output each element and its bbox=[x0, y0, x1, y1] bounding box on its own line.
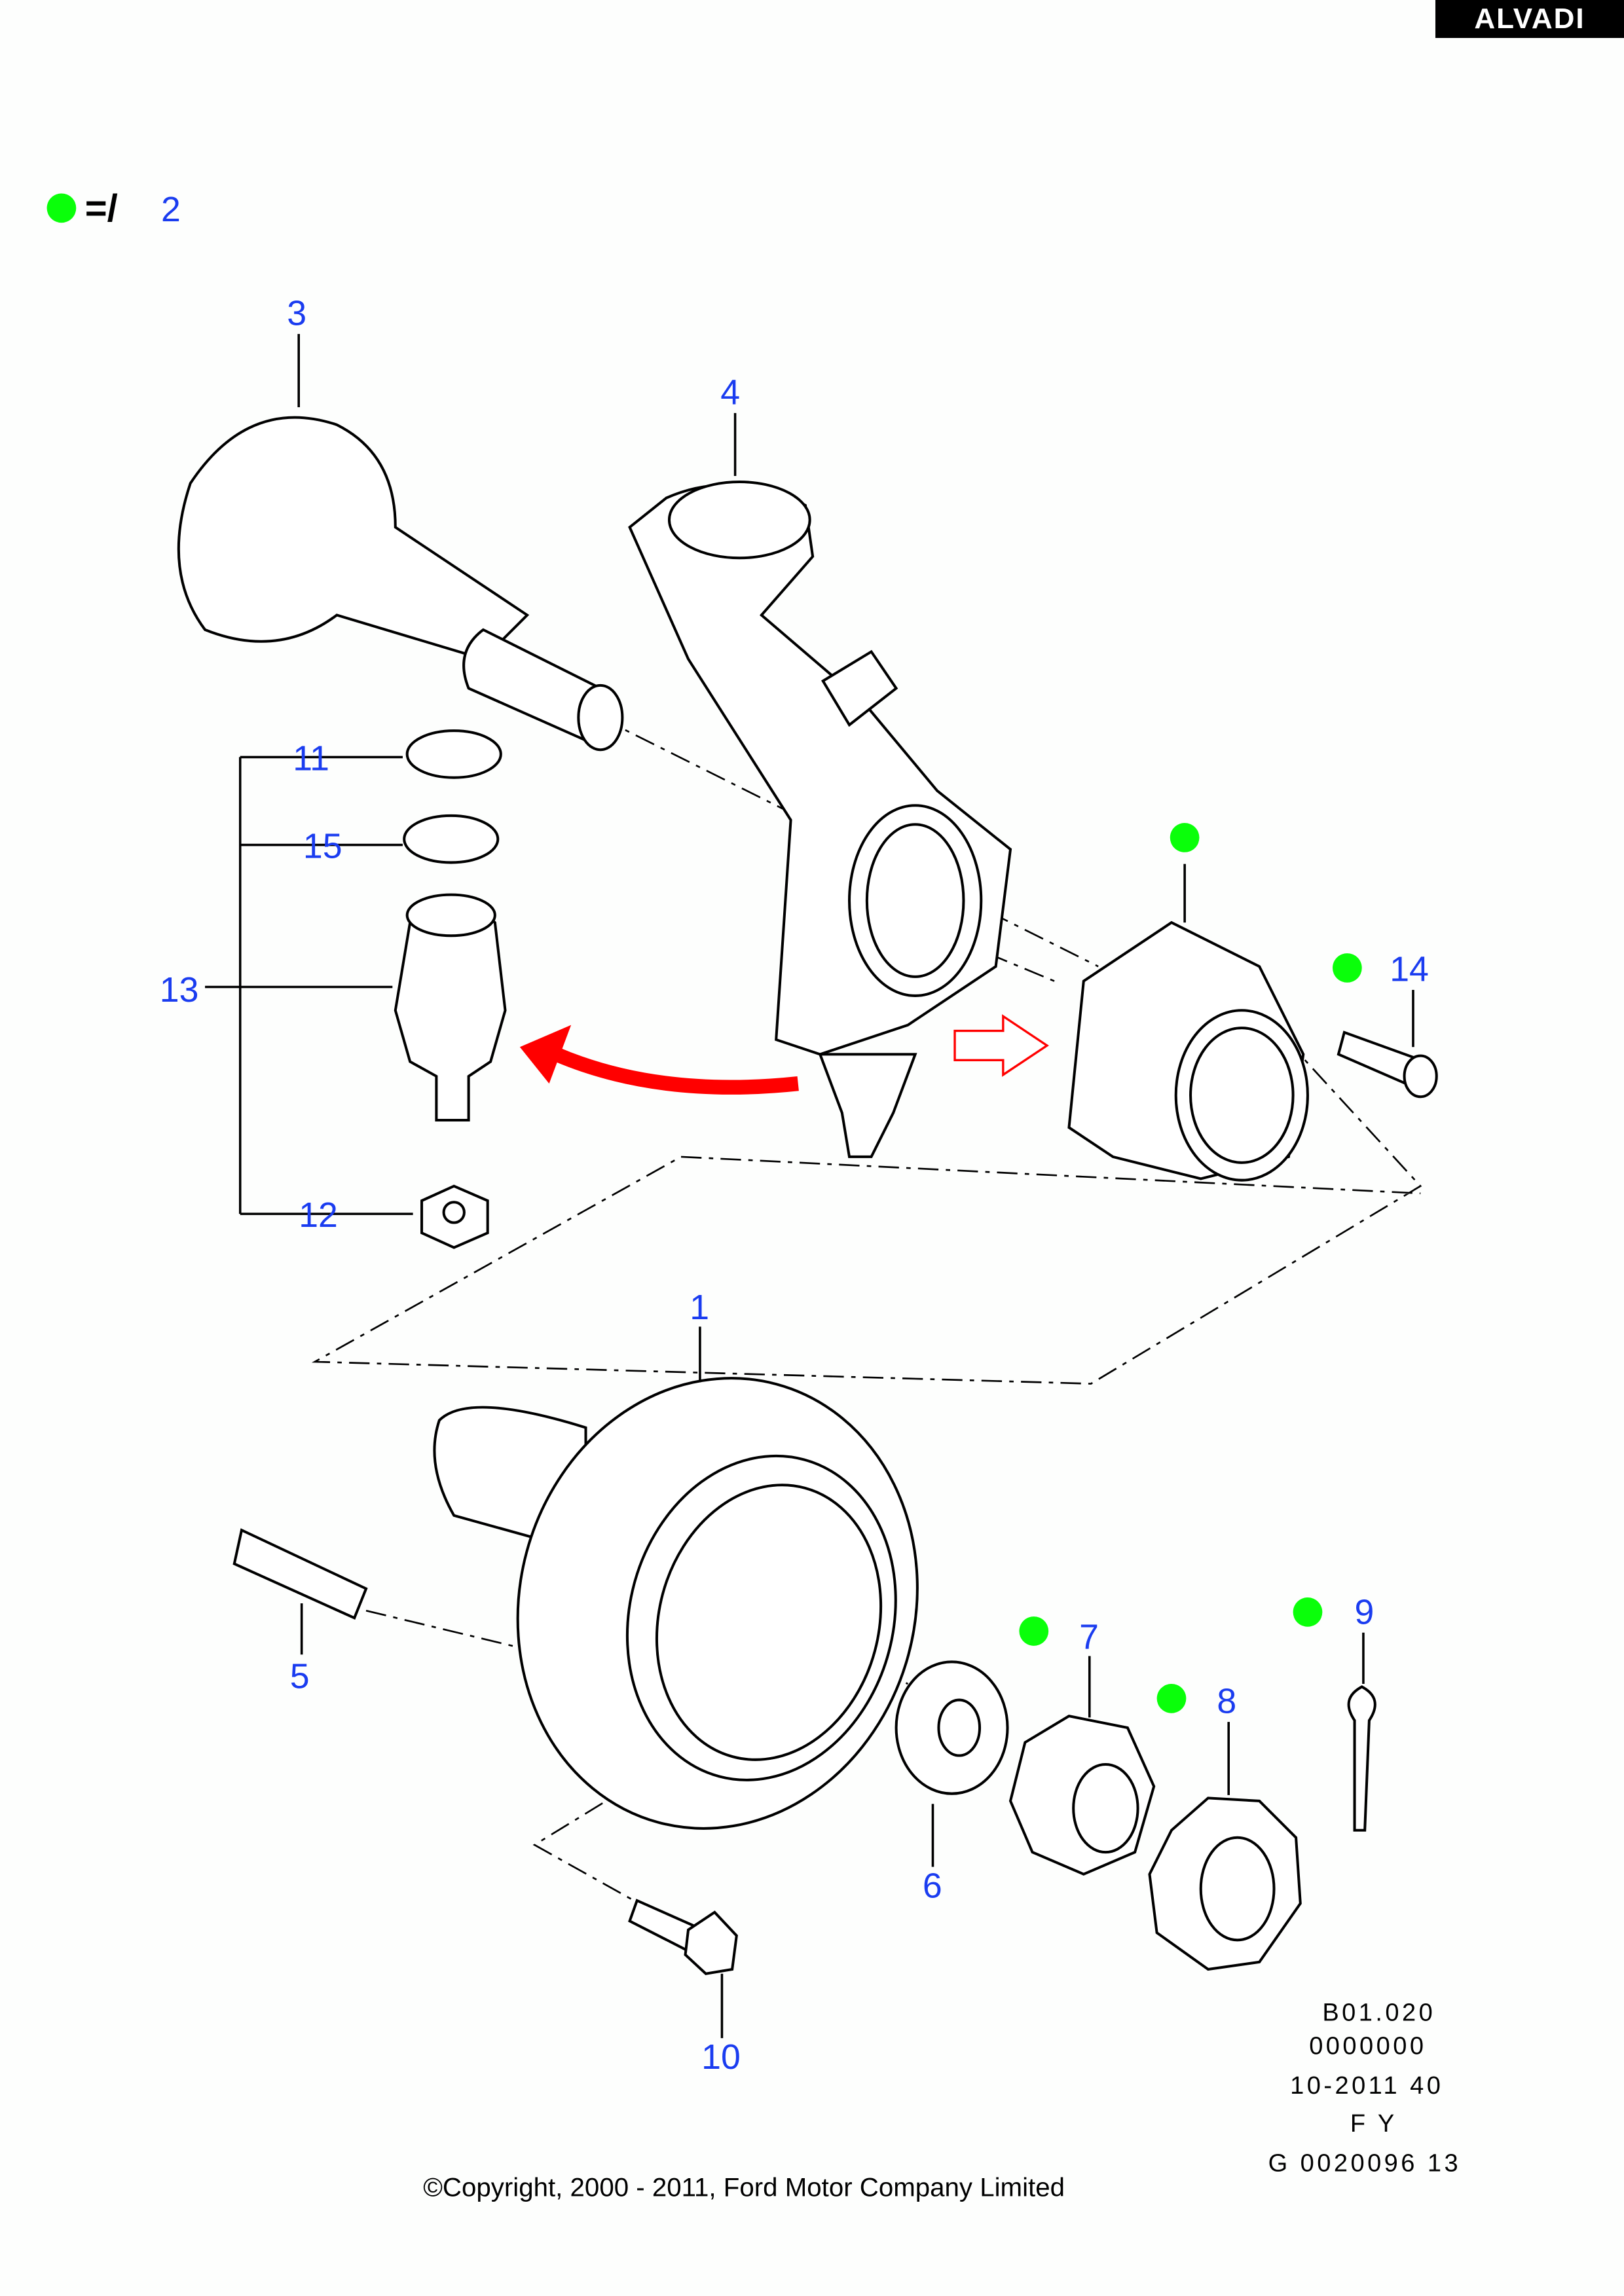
green-marker-icon bbox=[46, 193, 77, 223]
green-marker-icon bbox=[1156, 1683, 1187, 1713]
red-arrow-icon bbox=[553, 1048, 799, 1095]
callout-1[interactable]: 1 bbox=[690, 1288, 709, 1327]
part-3-driveshaft[interactable] bbox=[177, 416, 624, 752]
part-bearing[interactable] bbox=[1067, 920, 1309, 1182]
callout-12[interactable]: 12 bbox=[299, 1195, 338, 1235]
callout-15[interactable]: 15 bbox=[303, 827, 342, 866]
green-marker-icon bbox=[1293, 1597, 1323, 1627]
part-13-ball-joint[interactable] bbox=[394, 893, 507, 1122]
part-4-knuckle[interactable] bbox=[628, 480, 1012, 1158]
legend-ref[interactable]: 2 bbox=[161, 190, 181, 229]
callout-3[interactable]: 3 bbox=[287, 294, 306, 333]
callout-10[interactable]: 10 bbox=[701, 2037, 741, 2077]
part-14-bolt[interactable] bbox=[1337, 1030, 1438, 1099]
part-10-bolt[interactable] bbox=[628, 1899, 738, 1975]
part-15-circlip[interactable] bbox=[403, 814, 500, 864]
meta-line: F Y bbox=[1350, 2110, 1397, 2138]
meta-line: G 0020096 13 bbox=[1268, 2150, 1462, 2178]
callout-14[interactable]: 14 bbox=[1390, 950, 1429, 989]
part-1-hub[interactable] bbox=[433, 1333, 967, 1874]
callout-13[interactable]: 13 bbox=[160, 970, 199, 1010]
callout-8[interactable]: 8 bbox=[1217, 1682, 1236, 1721]
callout-6[interactable]: 6 bbox=[923, 1866, 942, 1905]
green-marker-icon bbox=[1170, 823, 1200, 852]
copyright: ©Copyright, 2000 - 2011, Ford Motor Comp… bbox=[423, 2173, 1065, 2202]
part-5-stud[interactable] bbox=[232, 1528, 368, 1620]
meta-line: 10-2011 40 bbox=[1290, 2072, 1443, 2100]
part-6-washer[interactable] bbox=[895, 1660, 1009, 1795]
green-marker-icon bbox=[1019, 1616, 1049, 1646]
callout-11[interactable]: 11 bbox=[293, 739, 329, 778]
legend-symbol: =/ bbox=[85, 187, 118, 230]
green-marker-icon bbox=[1332, 953, 1362, 983]
callout-5[interactable]: 5 bbox=[290, 1657, 310, 1696]
part-11-circlip[interactable] bbox=[405, 729, 502, 779]
part-9-split-pin[interactable] bbox=[1347, 1685, 1376, 1832]
brand-logo: ALVADI bbox=[1435, 0, 1624, 38]
part-8-retainer[interactable] bbox=[1148, 1796, 1302, 1971]
callout-4[interactable]: 4 bbox=[720, 373, 740, 412]
callout-7[interactable]: 7 bbox=[1079, 1617, 1099, 1656]
meta-line: 0000000 bbox=[1309, 2033, 1426, 2060]
outline-arrow-icon bbox=[953, 1014, 1049, 1077]
meta-line: B01.020 bbox=[1322, 1999, 1435, 2026]
part-7-nut[interactable] bbox=[1008, 1715, 1156, 1876]
callout-9[interactable]: 9 bbox=[1355, 1592, 1375, 1631]
